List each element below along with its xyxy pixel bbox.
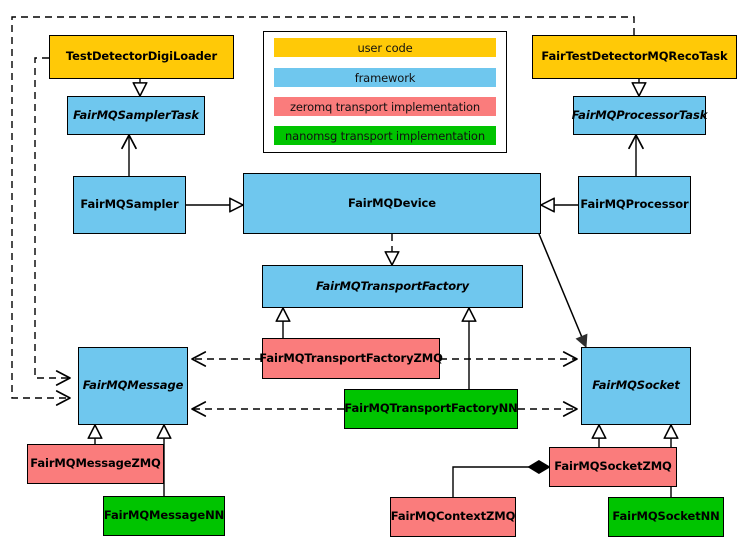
class-box-FairMQMessageNN[interactable]: FairMQMessageNN: [103, 496, 225, 536]
legend-item-nanomsg: nanomsg transport implementation: [274, 126, 496, 145]
class-name-label: FairMQTransportFactory: [316, 278, 469, 293]
class-name-label: TestDetectorDigiLoader: [65, 49, 218, 64]
class-box-FairMQTransportFactory[interactable]: FairMQTransportFactory: [262, 265, 523, 308]
class-name-label: FairMQProcessor: [580, 197, 689, 212]
class-box-FairMQProcessor[interactable]: FairMQProcessor: [578, 176, 691, 234]
class-name-label: FairMQContextZMQ: [390, 509, 516, 524]
edge-digiloader-to-message: [34, 57, 71, 386]
class-name-label: FairMQMessageZMQ: [30, 456, 161, 471]
class-box-TestDetectorDigiLoader[interactable]: TestDetectorDigiLoader: [49, 35, 234, 79]
class-name-label: FairMQSocketZMQ: [554, 459, 672, 474]
legend-item-label: nanomsg transport implementation: [285, 128, 485, 143]
class-box-FairMQTransportFactoryNN[interactable]: FairMQTransportFactoryNN: [344, 389, 518, 429]
legend-item-label: zeromq transport implementation: [289, 99, 481, 114]
class-box-FairTestDetectorMQRecoTask[interactable]: FairTestDetectorMQRecoTask: [532, 35, 737, 79]
class-box-FairMQContextZMQ[interactable]: FairMQContextZMQ: [390, 497, 516, 537]
class-box-FairMQSocketZMQ[interactable]: FairMQSocketZMQ: [549, 447, 677, 487]
class-name-label: FairTestDetectorMQRecoTask: [541, 49, 728, 64]
edge-context-aggregated-in-socketzmq: [452, 467, 549, 497]
legend-item-framework: framework: [274, 68, 496, 87]
legend-item-label: user code: [357, 40, 413, 55]
class-box-FairMQSocket[interactable]: FairMQSocket: [581, 347, 691, 425]
class-name-label: FairMQTransportFactoryNN: [344, 401, 518, 416]
legend-item-label: framework: [354, 70, 416, 85]
class-box-FairMQSampler[interactable]: FairMQSampler: [73, 176, 186, 234]
class-name-label: FairMQDevice: [348, 195, 436, 210]
class-name-label: FairMQMessageNN: [103, 508, 225, 523]
class-box-FairMQSamplerTask[interactable]: FairMQSamplerTask: [67, 96, 205, 135]
class-box-FairMQProcessorTask[interactable]: FairMQProcessorTask: [572, 96, 707, 135]
class-name-label: FairMQSocketNN: [612, 509, 720, 524]
edge-device-uses-socket: [538, 233, 588, 349]
legend-item-user_code: user code: [274, 38, 496, 57]
legend-item-zeromq: zeromq transport implementation: [274, 97, 496, 116]
class-name-label: FairMQTransportFactoryZMQ: [259, 350, 443, 365]
class-name-label: FairMQMessage: [82, 378, 184, 393]
class-name-label: FairMQSocket: [592, 378, 680, 393]
class-box-FairMQMessageZMQ[interactable]: FairMQMessageZMQ: [27, 444, 164, 484]
class-box-FairMQDevice[interactable]: FairMQDevice: [243, 173, 541, 234]
class-name-label: FairMQSampler: [80, 197, 179, 212]
class-name-label: FairMQSamplerTask: [73, 107, 199, 122]
class-box-FairMQSocketNN[interactable]: FairMQSocketNN: [608, 497, 724, 537]
class-name-label: FairMQProcessorTask: [571, 107, 708, 122]
class-box-FairMQMessage[interactable]: FairMQMessage: [78, 347, 188, 425]
class-box-FairMQTransportFactoryZMQ[interactable]: FairMQTransportFactoryZMQ: [259, 338, 443, 379]
